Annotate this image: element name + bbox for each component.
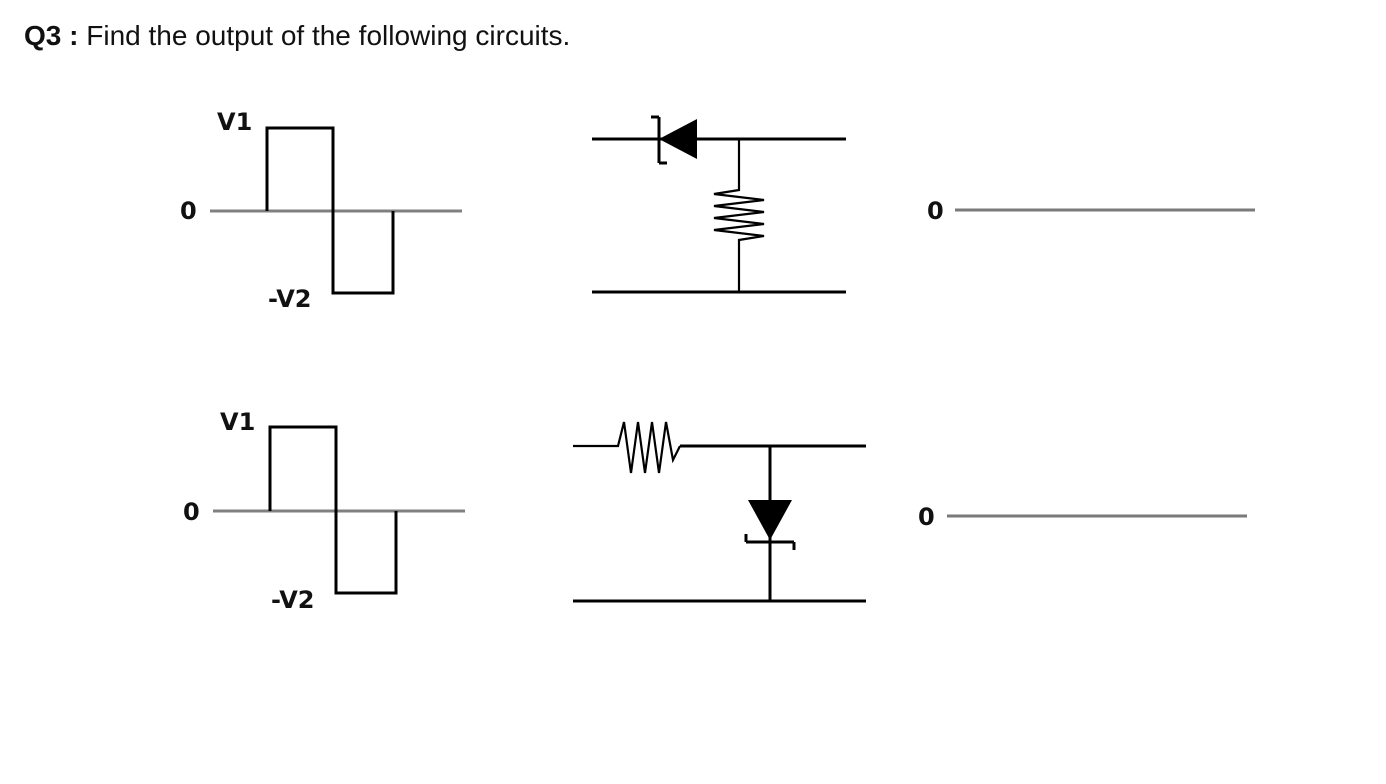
schematic-1 <box>592 115 846 294</box>
input-waveform-2: V1 0 -V2 <box>183 408 465 614</box>
schematic-2 <box>573 421 866 603</box>
question-number: Q3 <box>24 20 62 51</box>
resistor-icon <box>713 139 765 292</box>
output-axis-2: 0 <box>918 503 1247 531</box>
resistor-icon <box>573 421 681 474</box>
question-separator: : <box>61 20 87 51</box>
square-wave <box>268 425 398 595</box>
question-text: Find the output of the following circuit… <box>86 20 571 51</box>
minus-v2-label: -V2 <box>271 586 315 614</box>
zero-label: 0 <box>183 498 200 526</box>
question-heading: Q3 : Find the output of the following ci… <box>24 20 570 52</box>
output-zero-label: 0 <box>918 503 935 531</box>
output-zero-label: 0 <box>927 197 944 225</box>
square-wave <box>265 126 395 295</box>
minus-v2-label: -V2 <box>268 285 312 313</box>
v1-label: V1 <box>217 108 252 136</box>
diode-icon <box>744 500 796 550</box>
circuit-2: V1 0 -V2 0 <box>183 408 1247 614</box>
input-waveform-1: V1 0 -V2 <box>180 108 462 313</box>
circuit-1: V1 0 -V2 0 <box>180 108 1255 313</box>
diode-icon <box>651 115 697 165</box>
zero-label: 0 <box>180 197 197 225</box>
v1-label: V1 <box>220 408 255 436</box>
output-axis-1: 0 <box>927 197 1255 225</box>
